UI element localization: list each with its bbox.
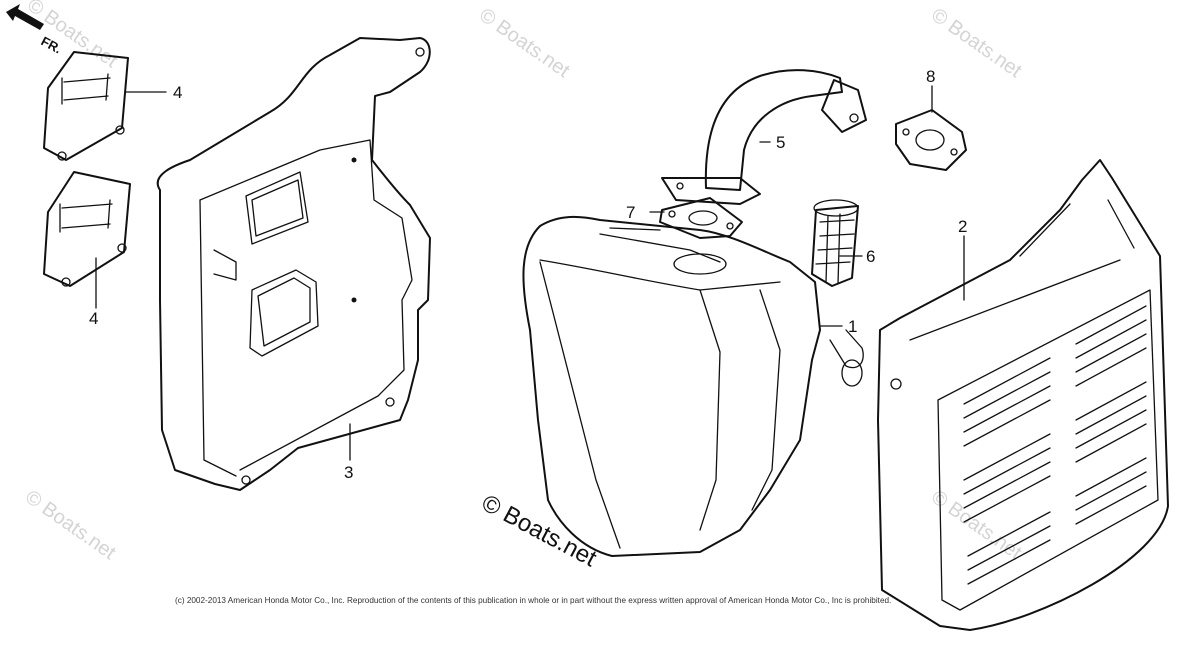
- callout-2: 2: [958, 217, 967, 236]
- part-1-muffler[interactable]: [522, 215, 864, 557]
- part-7-gasket[interactable]: [659, 197, 743, 239]
- callout-4-upper: 4: [173, 83, 182, 102]
- part-6-spark-arrester[interactable]: [811, 199, 859, 287]
- watermark-top-left: © Boats.net: [23, 0, 122, 72]
- part-4-gasket-lower[interactable]: [43, 171, 131, 287]
- part-5-exhaust-pipe[interactable]: [661, 69, 867, 205]
- watermark-top-right: © Boats.net: [927, 4, 1026, 82]
- callout-8: 8: [926, 67, 935, 86]
- leader-lines: [95, 85, 965, 461]
- arrow-icon: [6, 4, 44, 30]
- part-8-gasket[interactable]: [895, 109, 967, 171]
- callout-6: 6: [866, 247, 875, 266]
- part-3-muffler-protector[interactable]: [156, 37, 431, 491]
- callouts: 4 4 3 5 6 7 8 1 2: [89, 67, 967, 482]
- callout-3: 3: [344, 463, 353, 482]
- watermark-center: © Boats.net: [477, 489, 601, 572]
- watermark-top-center: © Boats.net: [475, 4, 574, 82]
- part-2-muffler-cover[interactable]: [877, 159, 1169, 631]
- callout-5: 5: [776, 133, 785, 152]
- watermark-bottom-left: © Boats.net: [21, 486, 120, 564]
- copyright-notice: (c) 2002-2013 American Honda Motor Co., …: [175, 596, 892, 605]
- callout-1: 1: [848, 317, 857, 336]
- watermark-bottom-right: © Boats.net: [927, 486, 1026, 564]
- callout-4-lower: 4: [89, 309, 98, 328]
- part-4-gasket-upper[interactable]: [43, 51, 129, 161]
- callout-7: 7: [626, 203, 635, 222]
